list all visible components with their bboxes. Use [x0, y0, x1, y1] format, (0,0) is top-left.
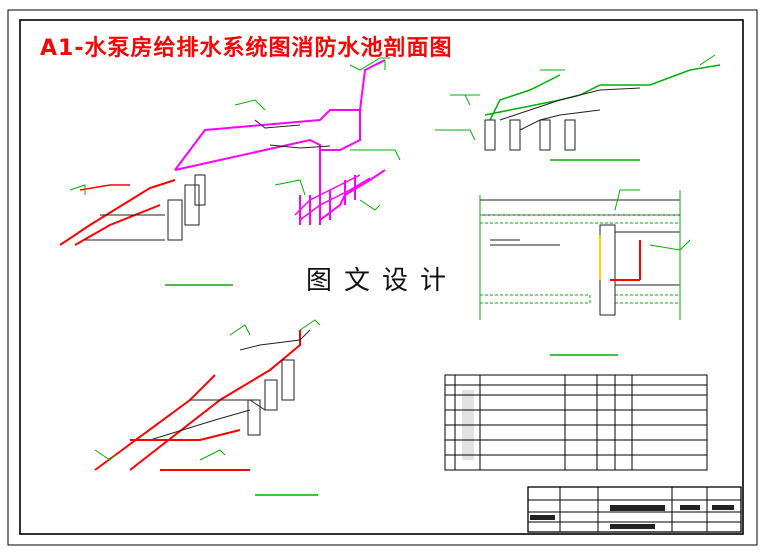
fire-pool-section — [479, 189, 691, 356]
material-table — [444, 374, 708, 471]
pump-room-system-lower — [94, 319, 321, 496]
pump-room-system-upper — [59, 57, 401, 286]
drawing-title: A1-水泵房给排水系统图消防水池剖面图 — [40, 36, 453, 61]
inner-frame — [19, 19, 744, 535]
watermark-text: 图文设计 — [306, 266, 459, 296]
title-block — [527, 486, 742, 533]
pump-room-system-upper-right — [435, 54, 721, 161]
outer-frame — [7, 9, 758, 546]
